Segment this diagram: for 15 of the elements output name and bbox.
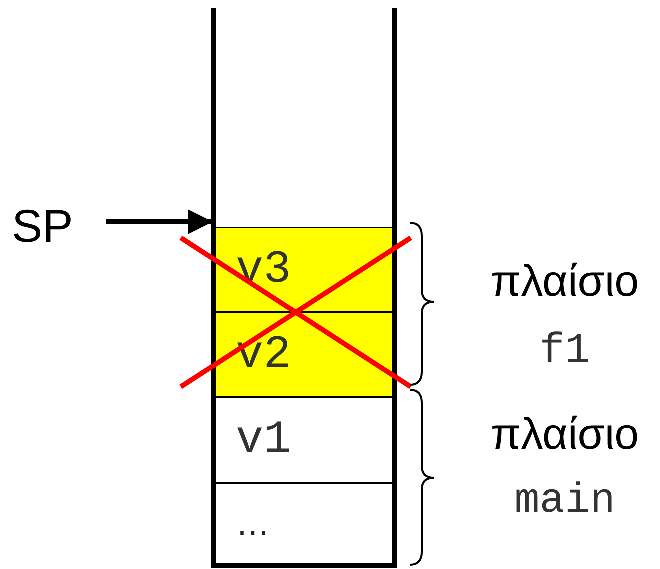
arrow — [106, 210, 213, 234]
cell-text: … — [236, 506, 270, 540]
stack-cell — [216, 312, 392, 397]
function-name: main — [514, 480, 616, 522]
stack-cell — [216, 397, 392, 483]
stack-cell — [216, 227, 392, 312]
stack-column — [211, 8, 397, 568]
pointer-label: SP — [12, 198, 84, 254]
function-name: f1 — [538, 330, 592, 372]
stack-cell — [216, 483, 392, 564]
frame-label: πλαίσιο — [490, 413, 640, 457]
cell-text: v2 — [236, 332, 292, 378]
frame-label: πλαίσιο — [490, 260, 640, 304]
cell-text: v3 — [236, 246, 292, 292]
cell-text: v1 — [236, 417, 292, 463]
